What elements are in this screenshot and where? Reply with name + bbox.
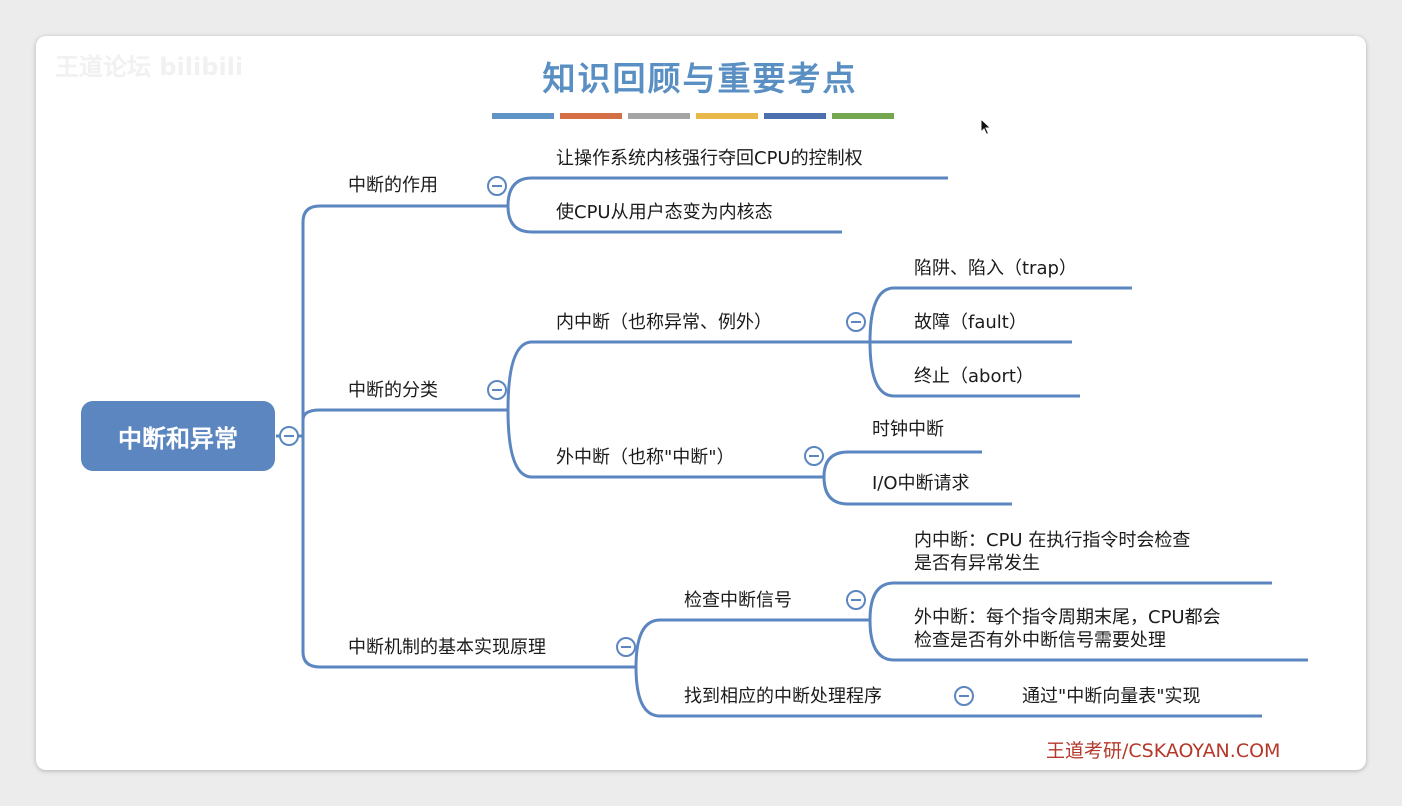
node-classification[interactable]: 中断的分类	[348, 380, 438, 401]
node-role[interactable]: 中断的作用	[348, 175, 438, 196]
node-io-interrupt[interactable]: I/O中断请求	[872, 473, 970, 494]
slide-title: 知识回顾与重要考点	[542, 59, 858, 98]
node-role-item-2[interactable]: 使CPU从用户态变为内核态	[556, 202, 773, 223]
node-find-handler[interactable]: 找到相应的中断处理程序	[684, 686, 882, 707]
node-clock-interrupt[interactable]: 时钟中断	[872, 419, 944, 440]
node-fault[interactable]: 故障（fault）	[914, 312, 1027, 333]
node-check-external-line-1[interactable]: 外中断：每个指令周期末尾，CPU都会	[914, 607, 1221, 628]
node-mechanism[interactable]: 中断机制的基本实现原理	[348, 637, 546, 658]
node-check-signal[interactable]: 检查中断信号	[684, 590, 792, 611]
node-internal-interrupt[interactable]: 内中断（也称异常、例外）	[556, 312, 772, 333]
node-vector-table[interactable]: 通过"中断向量表"实现	[1022, 686, 1201, 707]
node-check-internal-line-1[interactable]: 内中断：CPU 在执行指令时会检查	[914, 530, 1191, 551]
watermark: 王道论坛 bilibili	[55, 53, 244, 81]
root-node[interactable]: 中断和异常	[81, 401, 275, 471]
node-abort[interactable]: 终止（abort）	[914, 366, 1034, 387]
node-check-external-line-2[interactable]: 检查是否有外中断信号需要处理	[914, 630, 1166, 651]
credit-text: 王道考研/CSKAOYAN.COM	[1046, 740, 1281, 762]
node-role-item-1[interactable]: 让操作系统内核强行夺回CPU的控制权	[556, 148, 863, 169]
node-trap[interactable]: 陷阱、陷入（trap）	[914, 258, 1077, 279]
mouse-cursor-icon	[980, 118, 992, 136]
node-check-internal-line-2[interactable]: 是否有异常发生	[914, 553, 1040, 574]
node-external-interrupt[interactable]: 外中断（也称"中断"）	[556, 447, 735, 468]
